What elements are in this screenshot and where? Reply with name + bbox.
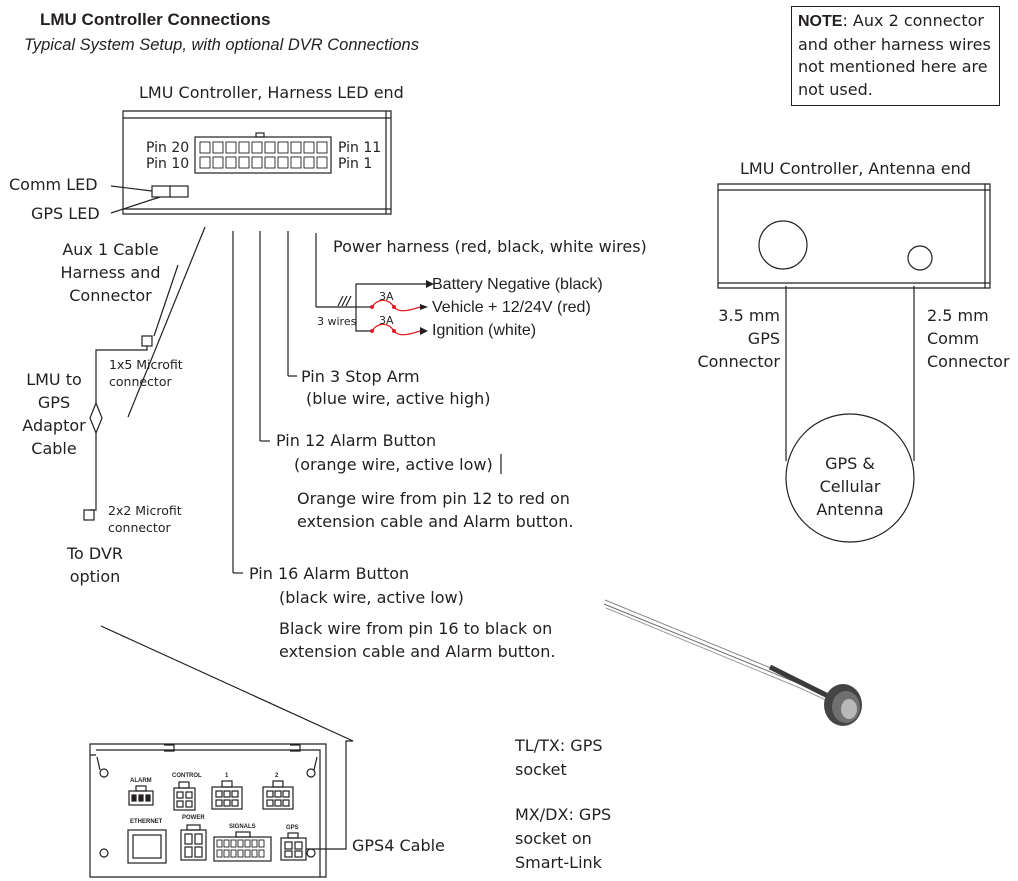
pin-20-label: Pin 20 bbox=[146, 140, 190, 156]
fuse-rating-2: 3A bbox=[379, 314, 394, 327]
aux1-harness-label: Aux 1 Cable Harness and Connector bbox=[60, 240, 161, 305]
note-label: NOTE bbox=[798, 13, 843, 30]
dvr-alarm-label: ALARM bbox=[130, 778, 152, 784]
page-title: LMU Controller Connections bbox=[40, 10, 271, 29]
lmu-controller-box-led-end bbox=[122, 110, 392, 215]
dvr-option-label: To DVR option bbox=[66, 544, 124, 586]
note-text: : Aux 2 connector and other harness wire… bbox=[798, 11, 991, 99]
pin12-label: Pin 12 Alarm Button bbox=[276, 431, 437, 450]
gps-led-label: GPS LED bbox=[31, 204, 100, 223]
fuse-rating-1: 3A bbox=[379, 290, 394, 303]
pin12-note: Orange wire from pin 12 to red on extens… bbox=[297, 489, 574, 531]
gps-cellular-antenna bbox=[785, 413, 915, 543]
pin-1-label: Pin 1 bbox=[338, 156, 373, 172]
dvr-control-label: CONTROL bbox=[172, 773, 202, 779]
page-subtitle: Typical System Setup, with optional DVR … bbox=[24, 36, 419, 54]
gps-connector-label: 3.5 mm GPS Connector bbox=[697, 306, 780, 371]
adaptor-cable-label: LMU to GPS Adaptor Cable bbox=[22, 370, 86, 458]
pin12-description: (orange wire, active low) bbox=[294, 455, 493, 474]
comm-connector-label: 2.5 mm Comm Connector bbox=[927, 306, 1010, 371]
dvr-ethernet-label: ETHERNET bbox=[130, 819, 163, 825]
antenna-end-title: LMU Controller, Antenna end bbox=[740, 159, 971, 178]
pin3-description: (blue wire, active high) bbox=[306, 389, 491, 408]
comm-led-label: Comm LED bbox=[9, 175, 98, 194]
note-box: NOTE: Aux 2 connector and other harness … bbox=[791, 6, 1000, 106]
pin-11-label: Pin 11 bbox=[338, 140, 382, 156]
pin16-description: (black wire, active low) bbox=[279, 588, 464, 607]
microfit-2x2-label: 2x2 Microfit connector bbox=[108, 503, 182, 535]
dvr-port1-label: 1 bbox=[225, 773, 229, 779]
adaptor-diamond bbox=[89, 401, 103, 435]
microfit-1x5-label: 1x5 Microfit connector bbox=[109, 357, 183, 389]
wire-count-label: 3 wires bbox=[317, 315, 357, 328]
dvr-gps-label: GPS bbox=[286, 825, 299, 831]
ignition-label: Ignition (white) bbox=[432, 322, 537, 339]
pin16-label: Pin 16 Alarm Button bbox=[249, 564, 410, 583]
lmu-controller-box-antenna-end bbox=[717, 183, 991, 289]
vehicle-power-label: Vehicle + 12/24V (red) bbox=[432, 299, 591, 316]
gps4-cable-label: GPS4 Cable bbox=[352, 836, 445, 855]
dvr-power-label: POWER bbox=[182, 815, 205, 821]
microfit-1x5-connector bbox=[141, 335, 153, 347]
pin3-label: Pin 3 Stop Arm bbox=[301, 367, 420, 386]
pin16-note: Black wire from pin 16 to black on exten… bbox=[279, 619, 556, 661]
led-end-title: LMU Controller, Harness LED end bbox=[139, 83, 404, 102]
antenna-label: GPS & Cellular Antenna bbox=[816, 454, 884, 519]
tltx-socket-label: TL/TX: GPS socket bbox=[515, 736, 603, 779]
microfit-2x2-connector bbox=[83, 509, 95, 521]
comm-connector-port bbox=[907, 245, 933, 271]
dvr-signals-label: SIGNALS bbox=[229, 824, 256, 830]
alarm-button-with-cable bbox=[603, 599, 862, 726]
pin-10-label: Pin 10 bbox=[146, 156, 190, 172]
power-harness-heading: Power harness (red, black, white wires) bbox=[333, 237, 647, 256]
connector-pins bbox=[199, 141, 328, 169]
dvr-unit-box bbox=[89, 743, 327, 878]
mxdx-socket-label: MX/DX: GPS socket on Smart-Link bbox=[515, 805, 612, 872]
battery-negative-label: Battery Negative (black) bbox=[432, 276, 603, 293]
gps-connector-port bbox=[758, 220, 808, 270]
dvr-port2-label: 2 bbox=[275, 773, 279, 779]
